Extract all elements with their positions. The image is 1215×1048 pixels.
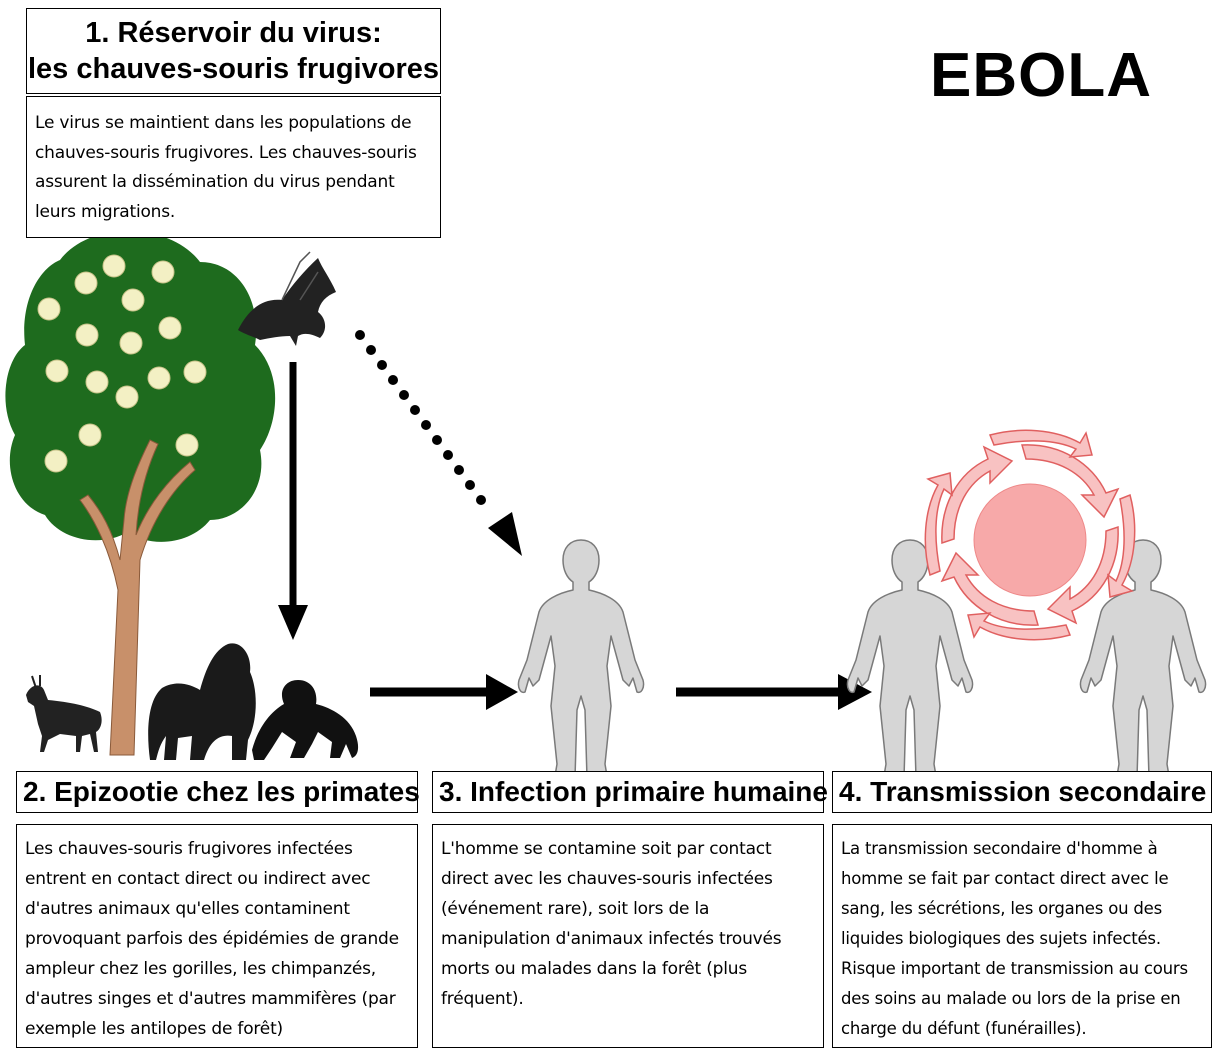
stage-desc-line: La transmission secondaire d'homme à (841, 839, 1158, 858)
tree-fruits (37, 254, 207, 473)
stage-heading-epizootie: 2. Epizootie chez les primates (16, 771, 420, 813)
tree-trunk (79, 439, 196, 756)
stage-heading-text: 4. Transmission secondaire (839, 776, 1207, 807)
stage-desc-line: ampleur chez les gorilles, les chimpanzé… (25, 959, 377, 979)
stage-description-transmission-secondaire: La transmission secondaire d'homme à hom… (832, 824, 1212, 1048)
stage-desc-line: provoquant parfois des épidémies de gran… (25, 929, 399, 949)
stage-desc-line: charge du défunt (funérailles). (841, 1019, 1087, 1038)
reservoir-desc-line: Le virus se maintient dans les populatio… (35, 113, 412, 133)
stage-desc-line: homme se fait par contact direct avec le (841, 869, 1169, 888)
stage-desc-line: fréquent). (441, 989, 524, 1009)
transmission-swirl-icon (924, 429, 1136, 641)
arrow-animals-to-human (370, 674, 518, 710)
reservoir-title-box: 1. Réservoir du virus: les chauves-souri… (26, 8, 441, 94)
stage-desc-line: des soins au malade ou lors de la prise … (841, 989, 1181, 1008)
antelope-icon (26, 675, 102, 752)
stage-desc-line: (événement rare), soit lors de la (441, 899, 710, 919)
reservoir-description-box: Le virus se maintient dans les populatio… (26, 96, 441, 238)
stage-desc-line: exemple les antilopes de forêt) (25, 1019, 283, 1039)
stage-description-epizootie: Les chauves-souris frugivores infectées … (16, 824, 418, 1048)
reservoir-desc-line: chauves-souris frugivores. Les chauves-s… (35, 142, 417, 163)
arrow-bat-to-animals (278, 362, 308, 640)
human-figure-primary (517, 539, 645, 779)
reservoir-title-line1: 1. Réservoir du virus: (85, 17, 382, 49)
reservoir-title-line2: les chauves-souris frugivores (28, 53, 439, 85)
stage-heading-text: 3. Infection primaire humaine (439, 776, 828, 807)
stage-desc-line: entrent en contact direct ou indirect av… (25, 869, 371, 889)
stage-desc-line: manipulation d'animaux infectés trouvés (441, 929, 782, 949)
stage-desc-line: d'autres singes et d'autres mammifères (… (25, 989, 396, 1009)
stage-desc-line: d'autres animaux qu'elles contaminent (25, 899, 350, 919)
stage-heading-text: 2. Epizootie chez les primates (23, 776, 420, 807)
arrow-human-to-secondary (676, 674, 872, 710)
dotted-arrow-bat-to-human (355, 330, 522, 556)
stage-desc-line: L'homme se contamine soit par contact (441, 839, 772, 859)
stage-heading-infection-primaire: 3. Infection primaire humaine (432, 771, 828, 813)
tree-foliage (5, 230, 276, 542)
stage-desc-line: sang, les sécrétions, les organes ou des (841, 899, 1163, 918)
chimpanzee-icon (252, 680, 359, 760)
stage-desc-line: Les chauves-souris frugivores infectées (25, 839, 353, 859)
stage-heading-transmission-secondaire: 4. Transmission secondaire (832, 771, 1212, 813)
bat-icon (238, 251, 336, 346)
stage-desc-line: direct avec les chauves-souris infectées (441, 869, 773, 889)
gorilla-icon (148, 643, 256, 760)
reservoir-desc-line: leurs migrations. (35, 201, 176, 222)
stage-description-infection-primaire: L'homme se contamine soit par contact di… (432, 824, 824, 1048)
stage-desc-line: Risque important de transmission au cour… (841, 959, 1188, 978)
stage-desc-line: liquides biologiques des sujets infectés… (841, 929, 1161, 948)
main-title: EBOLA (930, 41, 1152, 110)
reservoir-desc-line: assurent la dissémination du virus penda… (35, 172, 395, 192)
fruit-tree-illustration (5, 230, 276, 756)
stage-desc-line: morts ou malades dans la forêt (plus (441, 959, 747, 979)
